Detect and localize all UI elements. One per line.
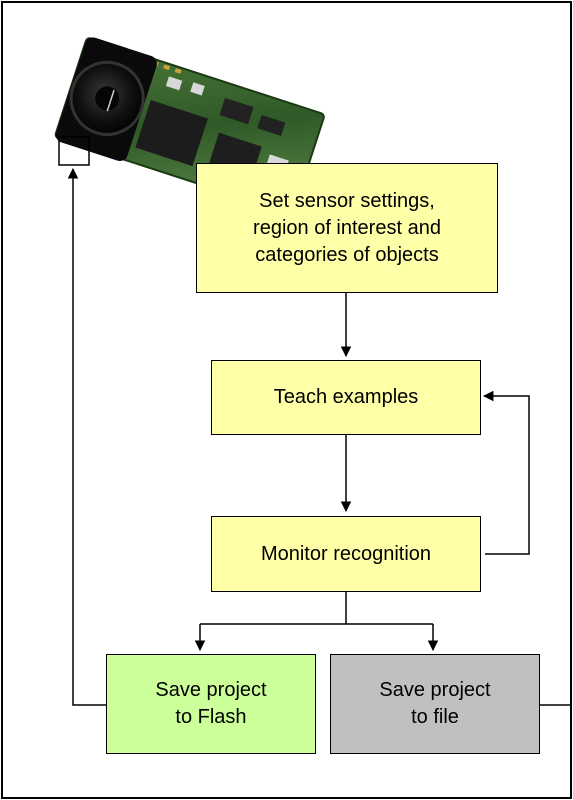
arrow-monitor-to-teach-loop [482, 390, 530, 555]
connector-marker [58, 136, 90, 166]
teach-examples-label: Teach examples [273, 386, 419, 408]
set-sensor-settings-label: Set sensor settings, region of interest … [253, 189, 441, 266]
teach-examples-box: Teach examples [211, 360, 481, 435]
set-sensor-settings-box: Set sensor settings, region of interest … [196, 163, 498, 293]
save-to-flash-label: Save project to Flash [155, 679, 267, 728]
monitor-recognition-box: Monitor recognition [211, 516, 481, 592]
arrow-flash-to-sensor [67, 167, 106, 706]
save-to-file-box: Save project to file [330, 654, 540, 754]
save-to-file-label: Save project to file [379, 679, 491, 728]
monitor-recognition-label: Monitor recognition [260, 542, 432, 565]
save-to-flash-box: Save project to Flash [106, 654, 316, 754]
